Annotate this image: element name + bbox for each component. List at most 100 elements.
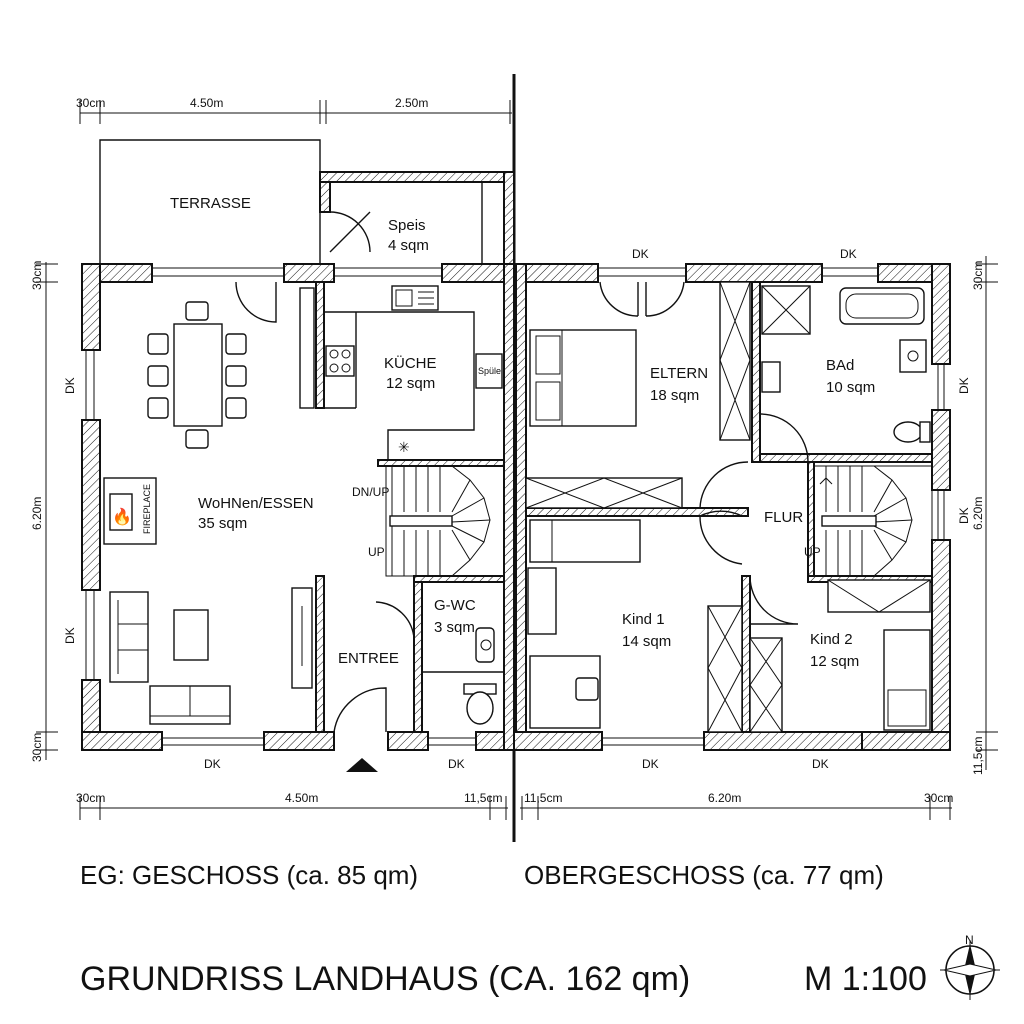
wc-toilet-bowl	[466, 691, 494, 725]
sideboard	[299, 287, 315, 409]
uf-wall-top-2	[685, 263, 823, 283]
bottom-dimension-line: 30cm 4.50m 11,5cm 11,5cm 6.20m 30cm	[76, 791, 953, 820]
kitchen-name: KÜCHE	[384, 354, 437, 372]
bath-wall-left	[751, 281, 761, 463]
kid1-bed	[529, 519, 641, 563]
uf-wall-left	[515, 263, 527, 751]
uf-window-label-bottom-right: DK	[812, 757, 829, 771]
gf-wall-right	[503, 263, 515, 751]
entrance-door-swing	[333, 687, 387, 733]
bath-wall-bottom	[759, 453, 933, 463]
uf-wall-bottom-1	[513, 731, 603, 751]
right-dimension-line: 30cm 6.20m 11,5cm	[971, 256, 998, 775]
kitchen-wall-left	[315, 281, 325, 409]
parents-name: ELTERN	[650, 365, 708, 382]
kid2-door-swing	[749, 575, 799, 625]
dining-table	[173, 323, 223, 427]
kid1-area: 14 sqm	[622, 633, 671, 650]
left-dim-620: 6.20m	[30, 497, 44, 530]
gf-wall-top-2	[283, 263, 335, 283]
uf-wall-right-2	[931, 409, 951, 491]
kid1-door-arc	[699, 515, 743, 565]
top-dim-30cm: 30cm	[76, 96, 105, 110]
uf-window-label-top-left: DK	[632, 247, 649, 261]
gf-wall-left-1	[81, 263, 101, 351]
wc-wall-top	[413, 575, 505, 583]
bath-toilet	[893, 421, 923, 443]
parents-door-swing	[699, 461, 749, 509]
gf-wall-bottom-3	[387, 731, 429, 751]
bottom-dim-115-left: 11,5cm	[464, 791, 502, 805]
bottom-dim-30cm-left: 30cm	[76, 791, 105, 805]
pantry-door-swing	[329, 211, 371, 253]
bath-door-swing	[759, 413, 809, 463]
wc-wall-left	[413, 579, 423, 733]
entrance-name: ENTREE	[338, 650, 399, 667]
north-label: N	[965, 933, 974, 947]
pantry-wall-right	[503, 171, 515, 265]
left-dim-bottom-30cm: 30cm	[30, 733, 44, 762]
entrance-wall-left	[315, 575, 325, 733]
bath-sink-right	[899, 339, 927, 373]
uf-wall-right-1	[931, 263, 951, 365]
kid2-area: 12 sqm	[810, 653, 859, 670]
wc-door-swing	[375, 601, 415, 639]
gf-stair-dnup-label: DN/UP	[352, 485, 389, 499]
parents-wardrobe	[719, 281, 751, 441]
north-arrow-icon	[940, 940, 1000, 1000]
parents-area: 18 sqm	[650, 387, 699, 404]
top-dim-450: 4.50m	[190, 96, 223, 110]
kid2-dresser	[827, 579, 931, 613]
hall-name: FLUR	[764, 509, 803, 526]
kid-wall	[741, 575, 751, 733]
kid2-bed	[883, 629, 931, 731]
wc-name: G-WC	[434, 597, 476, 614]
entrance-arrow	[346, 758, 378, 772]
uf-wall-top-1	[513, 263, 599, 283]
kitchen-fan-icon: ✳	[398, 439, 410, 455]
uf-window-label-right-top: DK	[957, 377, 971, 394]
right-dim-bottom-115: 11,5cm	[971, 737, 985, 775]
fireplace-flame-icon: 🔥	[112, 507, 132, 526]
wc-basin	[475, 627, 495, 663]
terrace-door-swing	[235, 281, 277, 323]
fireplace-label: FIREPLACE	[142, 484, 152, 534]
gf-window-label-bottom-left: DK	[204, 757, 221, 771]
kid1-name: Kind 1	[622, 611, 665, 628]
kid1-wardrobe	[707, 605, 743, 733]
bath-area: 10 sqm	[826, 379, 875, 396]
gf-wall-bottom-1	[81, 731, 163, 751]
terrace-label: TERRASSE	[170, 195, 251, 212]
drawing-title: GRUNDRISS LANDHAUS (CA. 162 qm)	[80, 960, 690, 998]
uf-stair-up-label: UP	[804, 545, 821, 559]
ground-floor-plan: 🔥 FIREPLACE Spüle ✳	[63, 139, 515, 772]
kid1-shelf	[527, 567, 557, 635]
left-dimension-line: 30cm 6.20m 30cm	[30, 261, 58, 762]
living-area: 35 sqm	[198, 515, 247, 532]
uf-window-label-bottom-left: DK	[642, 757, 659, 771]
living-name: WoHNen/ESSEN	[198, 495, 314, 512]
dining-chairs	[147, 301, 247, 449]
bath-sink-left	[761, 361, 781, 393]
bottom-dim-115-right: 11,5cm	[524, 791, 562, 805]
top-dim-250: 2.50m	[395, 96, 428, 110]
gf-stair-up-label: UP	[368, 545, 385, 559]
right-dim-620: 6.20m	[971, 497, 985, 530]
gf-window-label-bottom-right: DK	[448, 757, 465, 771]
gf-wall-left-2	[81, 419, 101, 591]
gf-window-label-left-top: DK	[63, 377, 77, 394]
sofa-left	[109, 591, 149, 683]
pantry-area: 4 sqm	[388, 237, 429, 254]
hall-wardrobe	[525, 477, 683, 509]
uf-wall-bottom-2	[703, 731, 863, 751]
pantry-wall-top	[319, 171, 515, 183]
gf-staircase	[385, 465, 505, 577]
stair-wall	[377, 459, 505, 467]
top-dimension-line: 30cm 4.50m 2.50m	[76, 96, 512, 124]
left-dim-top-30cm: 30cm	[30, 261, 44, 290]
right-dim-top-30cm: 30cm	[971, 261, 985, 290]
bath-name: BAd	[826, 357, 854, 374]
uf-windows	[598, 267, 945, 746]
uf-wall-right-3	[931, 539, 951, 751]
